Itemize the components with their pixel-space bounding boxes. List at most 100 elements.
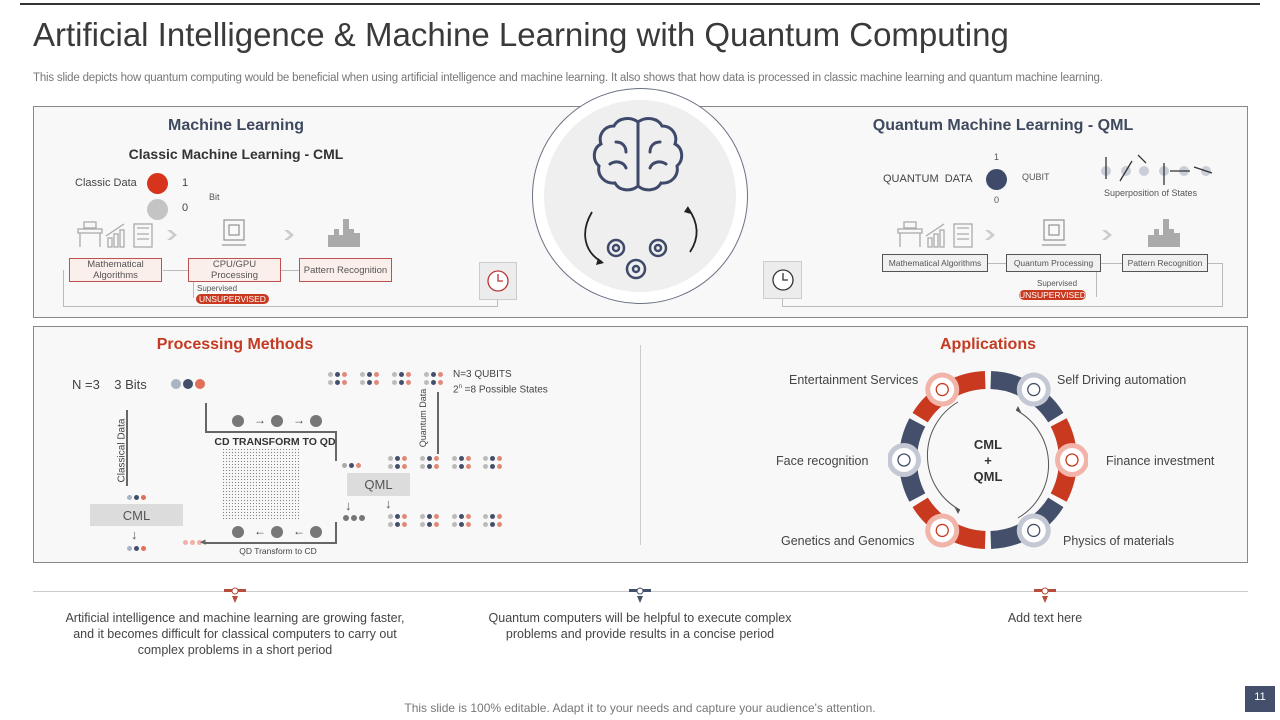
- state-dot: [497, 464, 502, 469]
- classical-data-line: [126, 410, 128, 486]
- state-dot: [335, 380, 340, 385]
- clock-icon: [771, 269, 794, 291]
- cycle-arrow-left: [584, 211, 603, 263]
- state-dot: [310, 415, 322, 427]
- app-physics-materials: Physics of materials: [1063, 534, 1175, 548]
- qstep-math-algorithms: Mathematical Algorithms: [882, 254, 988, 272]
- gears-icon: [606, 238, 668, 280]
- state-dot: [424, 380, 429, 385]
- state-dot: [483, 522, 488, 527]
- state-dot: [395, 514, 400, 519]
- qml-loop-line: [782, 298, 783, 307]
- state-dot: [134, 546, 139, 551]
- cml-loop-line: [63, 306, 498, 307]
- state-dot: [402, 456, 407, 461]
- state-dot: [459, 514, 464, 519]
- state-dot: [388, 456, 393, 461]
- state-dot: [427, 456, 432, 461]
- state-dot: [427, 514, 432, 519]
- money-hand-icon: [1055, 443, 1088, 477]
- bit-zero-label: 0: [182, 202, 189, 214]
- clock-box-right: [763, 261, 802, 299]
- state-dot: [466, 514, 471, 519]
- state-dot: [402, 514, 407, 519]
- state-dot: [466, 522, 471, 527]
- quantum-data-label: Quantum Data: [418, 388, 428, 448]
- cycle-arrow-right: [687, 207, 698, 253]
- qubit-label: QUBIT: [1022, 172, 1050, 182]
- arrow-left-icon: ←: [293, 524, 305, 538]
- app-genetics-genomics: Genetics and Genomics: [781, 534, 915, 548]
- state-dot: [356, 463, 361, 468]
- bit-one-dot: [147, 173, 168, 194]
- state-dot: [134, 495, 139, 500]
- applications-ring: [888, 371, 1088, 549]
- state-dot: [497, 456, 502, 461]
- state-dot: [388, 514, 393, 519]
- arrow-left-icon: ◂: [200, 536, 206, 548]
- state-dot: [434, 514, 439, 519]
- state-dot: [452, 522, 457, 527]
- arrow-down-icon: ↓: [385, 496, 392, 511]
- state-dot: [459, 522, 464, 527]
- state-dot: [190, 540, 195, 545]
- qstep-pattern-recognition: Pattern Recognition: [1122, 254, 1208, 272]
- qd-transform-label: QD Transform to CD: [239, 546, 317, 556]
- states-label: =8 Possible States: [461, 384, 548, 396]
- state-dot: [490, 522, 495, 527]
- state-dot: [459, 456, 464, 461]
- states-base: 2: [453, 384, 459, 396]
- state-dot: [183, 540, 188, 545]
- state-dot: [399, 380, 404, 385]
- face-scan-icon: [888, 443, 921, 477]
- pin-marker-icon: [224, 587, 246, 603]
- cd-transform-label: CD TRANSFORM TO QD: [214, 436, 336, 448]
- state-dot: [406, 372, 411, 377]
- app-face-recognition: Face recognition: [776, 454, 869, 468]
- calculator-chart-icon: [897, 221, 973, 248]
- state-dot: [392, 372, 397, 377]
- bit-one-label: 1: [182, 177, 189, 189]
- flow-line: [205, 403, 207, 433]
- brain-gears-illustration: [584, 117, 698, 280]
- state-dot: [483, 514, 488, 519]
- cml-loop-line: [63, 270, 64, 307]
- bit-zero-dot: [147, 199, 168, 220]
- page-title: Artificial Intelligence & Machine Learni…: [33, 16, 1009, 53]
- top-rule: [20, 3, 1260, 5]
- state-dot: [427, 522, 432, 527]
- state-dot: [466, 456, 471, 461]
- qml-loop-line: [782, 306, 1223, 307]
- state-dot: [434, 456, 439, 461]
- supervised-label: Supervised: [1037, 279, 1078, 288]
- n-qubits-label: N=3 QUBITS: [453, 369, 512, 380]
- state-dot: [402, 464, 407, 469]
- page-number: 11: [1245, 686, 1275, 712]
- state-dot: [171, 379, 181, 389]
- state-dot: [424, 372, 429, 377]
- state-dot: [232, 415, 244, 427]
- state-dot: [388, 522, 393, 527]
- state-dot: [367, 380, 372, 385]
- robot-car-icon: [1016, 372, 1051, 407]
- unsupervised-badge: UNSUPERVISED: [1019, 290, 1086, 300]
- arrow-right-icon: →: [293, 413, 305, 427]
- state-dot: [438, 380, 443, 385]
- chevron-right-icon: [985, 230, 995, 240]
- state-dot: [195, 379, 205, 389]
- superposition-label: Superposition of States: [1104, 188, 1198, 198]
- applications-heading: Applications: [939, 336, 1036, 353]
- state-dot: [367, 372, 372, 377]
- app-finance-investment: Finance investment: [1106, 454, 1215, 468]
- state-dot: [452, 464, 457, 469]
- cycle-arrow: [926, 401, 961, 511]
- state-dot: [490, 456, 495, 461]
- chevron-right-icon: [1102, 230, 1112, 240]
- branch-line: [193, 282, 194, 298]
- state-dot: [360, 380, 365, 385]
- page-subtitle: This slide depicts how quantum computing…: [33, 72, 1103, 84]
- monitor-icon: [1016, 513, 1051, 548]
- step-cpu-gpu: CPU/GPU Processing: [188, 258, 281, 282]
- state-dot: [374, 380, 379, 385]
- flow-line: [205, 542, 337, 544]
